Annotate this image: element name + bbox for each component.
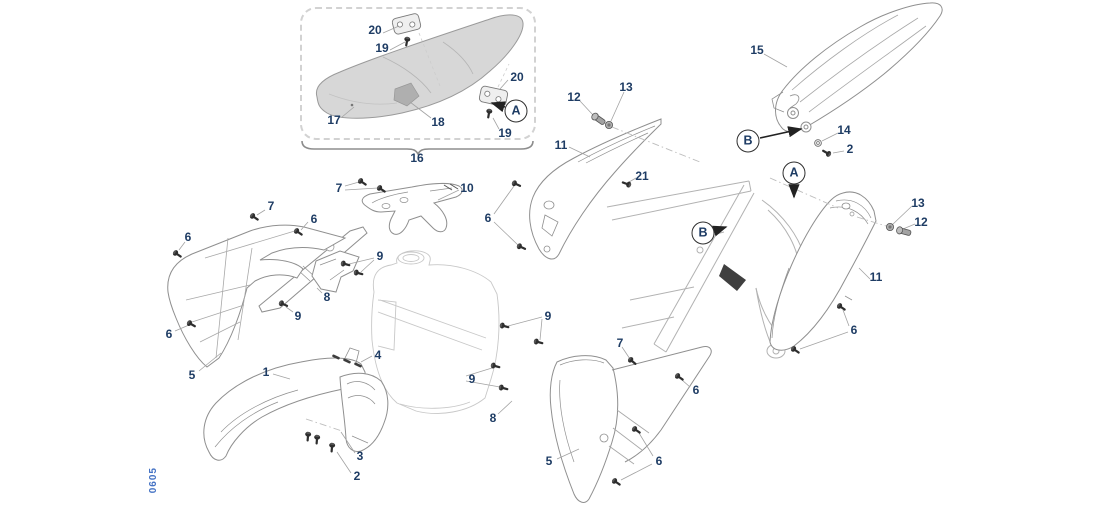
part-number-label[interactable]: 16 [410,151,424,165]
alignment-lines [305,126,887,432]
fuel-tank-reference [371,250,500,414]
part-number-label[interactable]: 21 [635,169,649,183]
part-number-label[interactable]: 6 [165,327,173,341]
part-number-label[interactable]: 8 [323,290,331,304]
part-number-label[interactable]: 8 [489,411,497,425]
part-number-label[interactable]: 19 [498,126,512,140]
detail-view-marker-b: B [736,129,760,153]
part-number-label[interactable]: 12 [567,90,581,104]
left-air-duct [311,250,360,293]
part-number-label[interactable]: 11 [554,138,568,152]
detail-view-marker-b: B [691,221,715,245]
seat-bracket-front [391,13,422,35]
part-number-label[interactable]: 6 [850,323,858,337]
part-number-label[interactable]: 6 [184,230,192,244]
part-number-label[interactable]: 7 [616,336,624,350]
front-fender [203,347,389,461]
part-number-label[interactable]: 20 [368,23,382,37]
part-number-label[interactable]: 3 [356,449,364,463]
seat-rubber-pad [393,82,420,107]
part-number-label[interactable]: 19 [375,41,389,55]
part-number-label[interactable]: 5 [188,368,196,382]
part-number-label[interactable]: 6 [310,212,318,226]
part-number-label[interactable]: 20 [510,70,524,84]
part-number-label[interactable]: 2 [846,142,854,156]
rear-fender-bracket [361,183,463,235]
part-number-label[interactable]: 6 [655,454,663,468]
part-number-label[interactable]: 9 [294,309,302,323]
part-number-label[interactable]: 15 [750,43,764,57]
part-number-label[interactable]: 7 [267,199,275,213]
part-number-label[interactable]: 1 [262,365,270,379]
detail-view-marker-a: A [504,99,528,123]
fork-guard [339,372,389,452]
leader-lines [174,25,916,481]
view-arrows [490,101,803,237]
part-number-label[interactable]: 18 [431,115,445,129]
part-number-label[interactable]: 5 [545,454,553,468]
left-radiator-shroud [167,224,347,368]
right-radiator-shroud [549,346,712,503]
part-number-label[interactable]: 9 [544,309,552,323]
page-code: 0605 [148,467,159,494]
left-side-panel [529,118,662,260]
footpeg-wedge [719,264,746,291]
group-brace [301,140,534,156]
part-number-label[interactable]: 9 [468,372,476,386]
part-number-label[interactable]: 7 [335,181,343,195]
detail-view-marker-a: A [782,161,806,185]
right-side-panel [769,191,877,351]
left-tank-spoiler [258,226,368,313]
rear-fender [771,2,943,133]
part-number-label[interactable]: 9 [376,249,384,263]
part-number-label[interactable]: 13 [619,80,633,94]
part-number-label[interactable]: 13 [911,196,925,210]
seat-bracket-rear [478,85,509,107]
part-number-label[interactable]: 2 [353,469,361,483]
part-number-label[interactable]: 4 [374,348,382,362]
part-number-label[interactable]: 10 [460,181,474,195]
part-number-label[interactable]: 17 [327,113,341,127]
part-number-label[interactable]: 11 [869,270,883,284]
part-number-label[interactable]: 12 [914,215,928,229]
part-number-label[interactable]: 6 [692,383,700,397]
part-number-label[interactable]: 14 [837,123,851,137]
seat-assembly [301,13,534,156]
part-number-label[interactable]: 6 [484,211,492,225]
seat-detail-view-box [300,7,536,140]
